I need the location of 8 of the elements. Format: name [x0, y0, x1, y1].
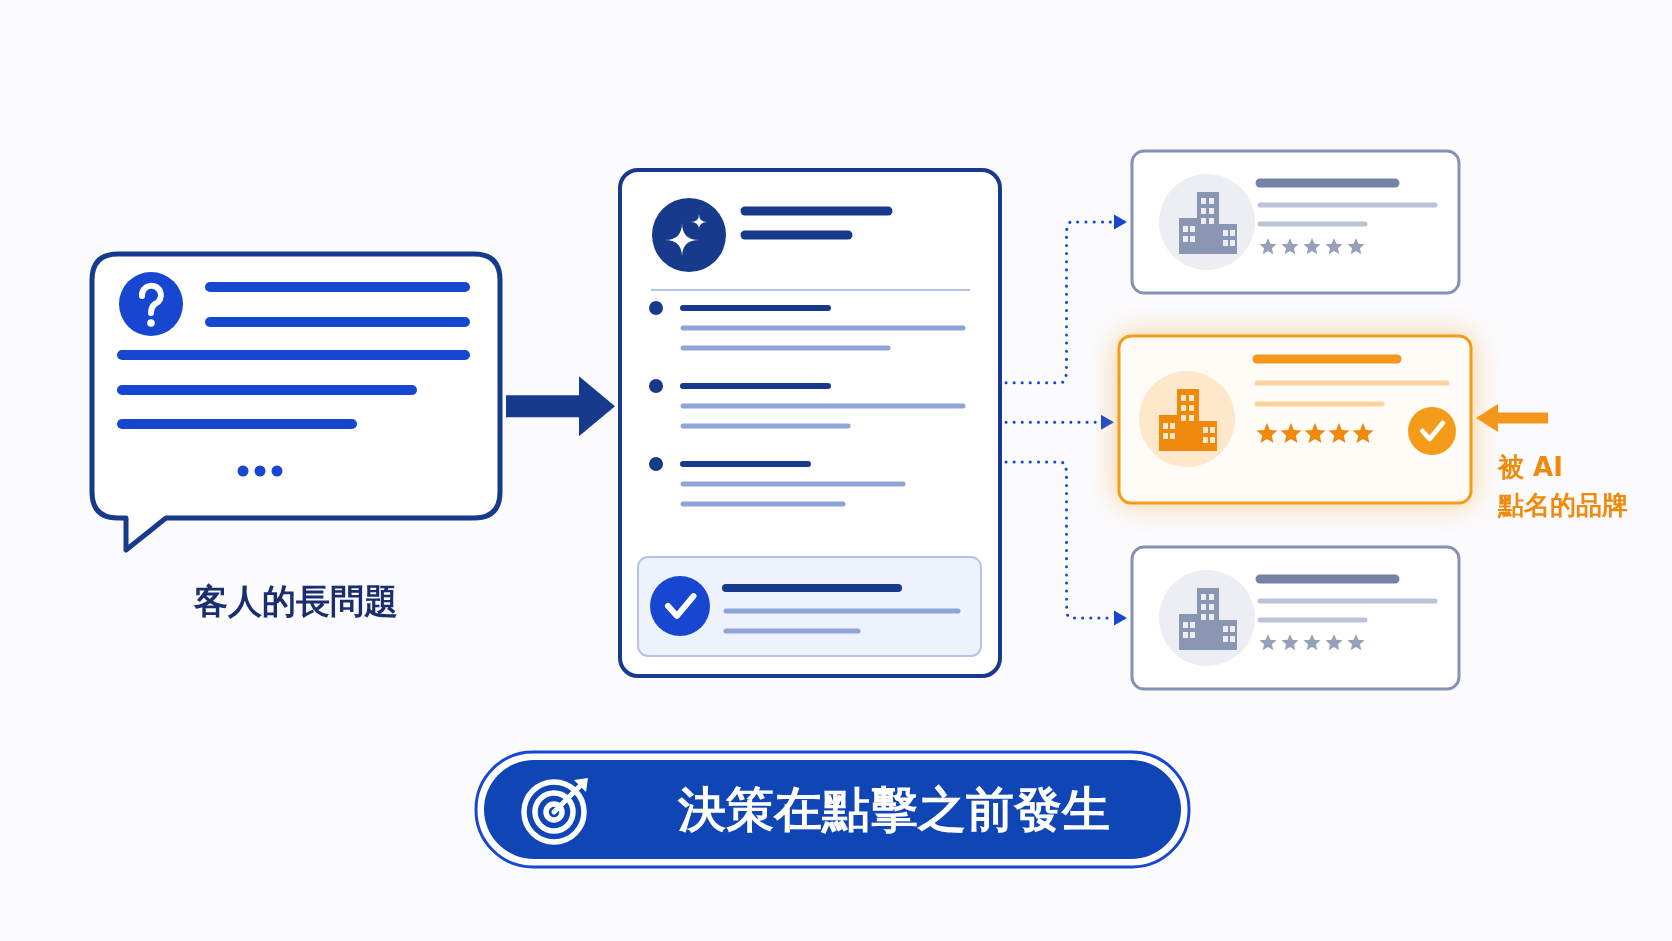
callout-label: 被 AI 點名的品牌: [1498, 451, 1629, 522]
dotted-arrow: [1004, 460, 1127, 626]
dotted-arrow: [1004, 214, 1127, 385]
dotted-arrow: [1004, 414, 1114, 430]
arrow: [506, 376, 615, 437]
banner-text: 決策在點擊之前發生: [677, 780, 1111, 839]
caption-text: 客人的長問題: [193, 580, 399, 623]
arrow: [1476, 404, 1548, 432]
